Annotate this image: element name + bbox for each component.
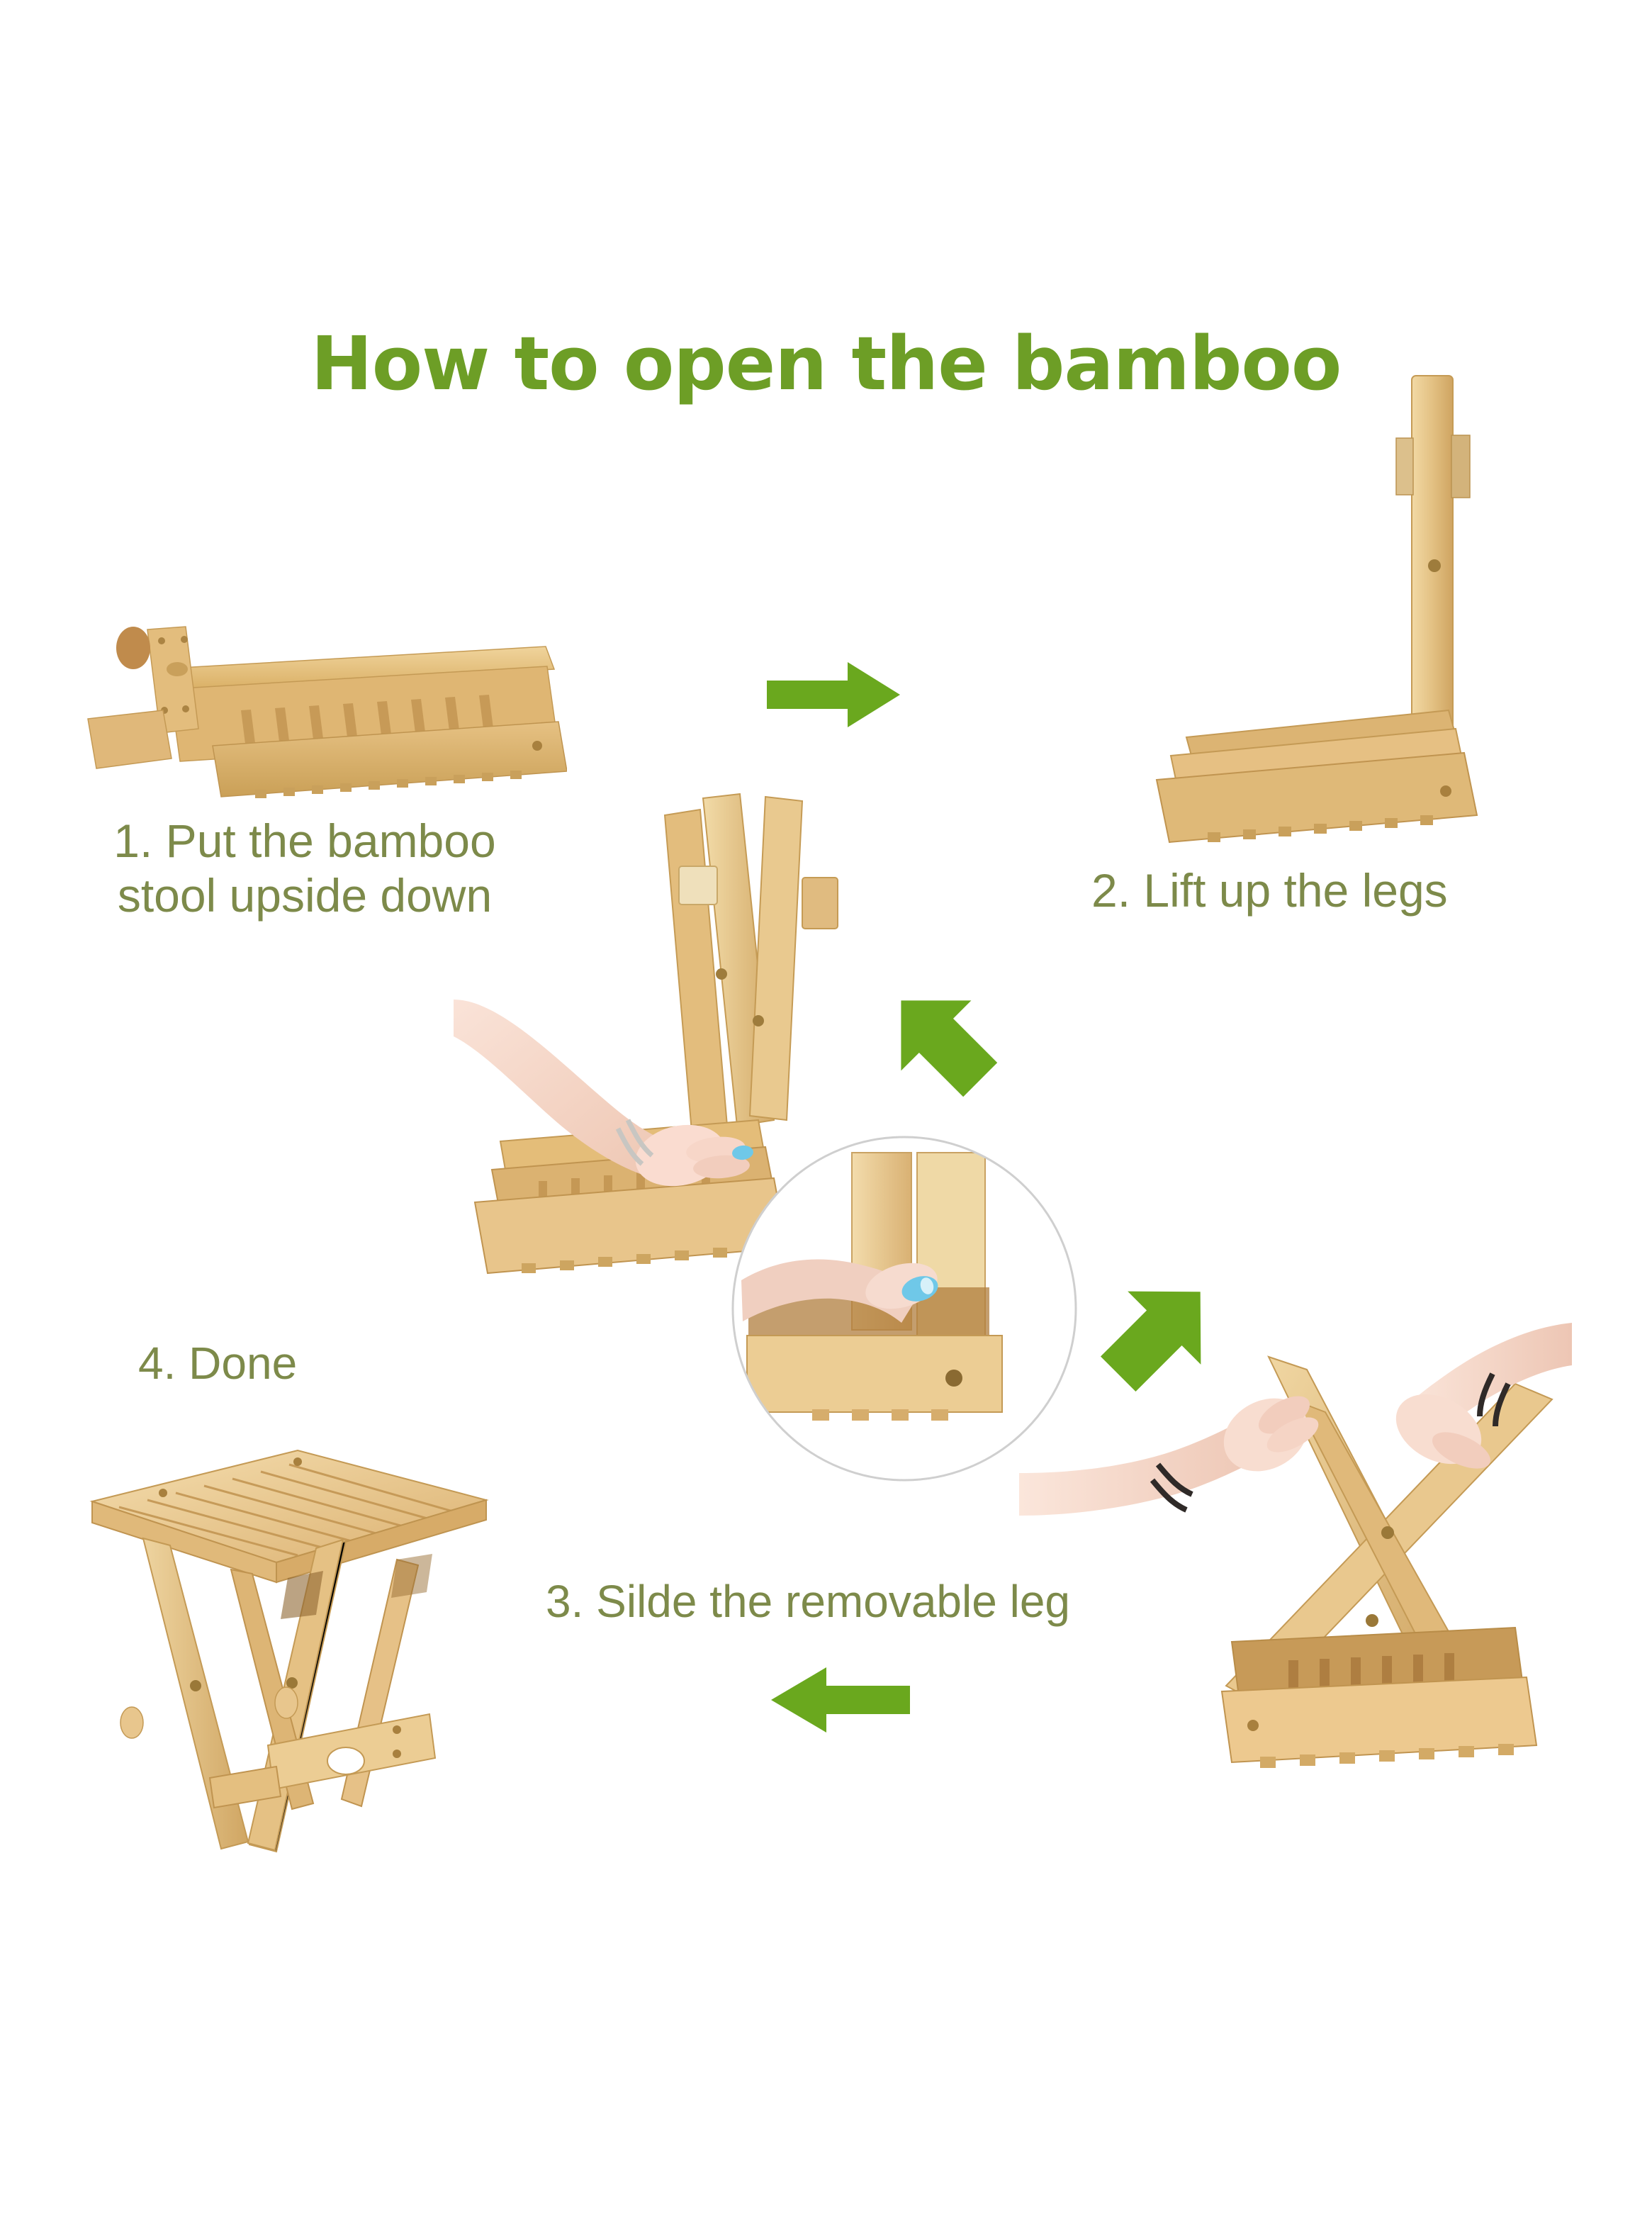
step-4-label: 4. Done (138, 1338, 298, 1389)
page-title: How to open the bamboo (310, 320, 1342, 407)
arrow-step1-to-step2 (764, 658, 903, 732)
arrow-step3-to-step4 (767, 1664, 913, 1735)
step-1-label: 1. Put the bamboo stool upside down (113, 815, 496, 922)
step-2-label: 2. Lift up the legs (1091, 864, 1448, 917)
step-3-label: 3. Silde the removable leg (546, 1576, 1070, 1627)
removable-leg-closeup (727, 1131, 1081, 1486)
arrow-step3-detail (1096, 1270, 1222, 1397)
arrow-step2-to-step3 (880, 980, 1002, 1102)
folded-stool-upside-down-photo (78, 604, 567, 810)
finished-bamboo-stool-photo (64, 1409, 503, 1863)
hand-holding-upright-legs-photo (454, 787, 950, 1354)
hands-opening-crossed-legs-photo (1019, 1316, 1572, 1826)
stool-leg-lifted-photo (1144, 362, 1541, 858)
